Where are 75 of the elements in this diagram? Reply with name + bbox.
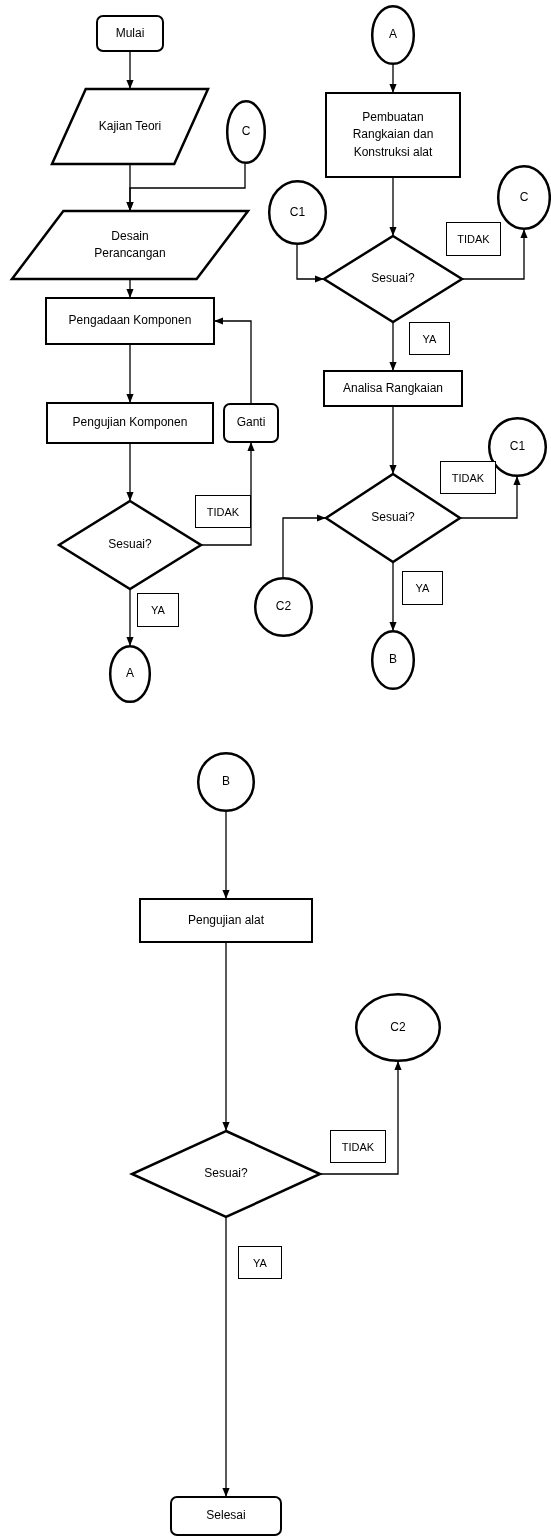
arrow xyxy=(222,811,230,899)
node-text: C1 xyxy=(288,203,307,221)
terminal-box xyxy=(96,15,164,52)
connector-circle xyxy=(268,180,327,245)
edge-label: TIDAK xyxy=(330,1130,386,1163)
node-text: Sesuai? xyxy=(370,509,416,527)
connector-circle xyxy=(371,5,415,65)
arrow xyxy=(389,562,397,631)
node-text: Sesuai? xyxy=(370,270,416,288)
arrow xyxy=(126,443,134,501)
node-text: C2 xyxy=(389,1018,407,1036)
arrow xyxy=(296,244,324,283)
node-text: Selesai xyxy=(205,1507,247,1525)
process-box xyxy=(325,92,461,178)
node-text: Analisa Rangkaian xyxy=(341,379,445,397)
node-text: C xyxy=(518,188,530,206)
data-parallelogram xyxy=(11,210,249,280)
process-box xyxy=(323,370,463,407)
arrow xyxy=(389,177,397,236)
node-text: Pengujian Komponen xyxy=(71,414,189,432)
decision-diamond xyxy=(58,500,202,590)
process-box xyxy=(46,402,214,444)
process-box xyxy=(139,898,313,943)
arrow xyxy=(389,64,397,93)
node-text: A xyxy=(125,665,135,683)
terminal-box xyxy=(170,1496,282,1536)
connector-circle xyxy=(254,577,313,637)
node-text: B xyxy=(388,651,398,669)
arrow xyxy=(222,1217,230,1497)
data-parallelogram xyxy=(51,88,209,165)
node-text: Pembuatan Rangkaian dan Konstruksi alat xyxy=(351,108,435,161)
node-text: Desain Perancangan xyxy=(93,227,167,262)
arrow xyxy=(126,51,134,89)
node-text: Kajian Teori xyxy=(97,117,163,135)
node-text: C2 xyxy=(274,598,293,616)
connector-circle xyxy=(226,100,266,164)
node-text: C xyxy=(240,123,252,141)
arrow xyxy=(389,406,397,474)
node-text: C1 xyxy=(508,438,527,456)
arrow xyxy=(462,229,528,280)
process-box xyxy=(45,297,215,345)
arrow xyxy=(201,442,255,546)
connector-circle xyxy=(197,752,255,812)
edge-label: YA xyxy=(409,322,450,355)
arrow xyxy=(222,942,230,1131)
node-text: B xyxy=(221,773,231,791)
node-text: A xyxy=(388,26,398,44)
arrow xyxy=(214,317,252,404)
edge-label: TIDAK xyxy=(440,461,496,494)
edge-label: YA xyxy=(402,571,443,605)
node-text: Sesuai? xyxy=(107,536,153,554)
node-text: Pengujian alat xyxy=(186,911,266,929)
arrow xyxy=(126,344,134,403)
edge-label: YA xyxy=(137,593,179,627)
node-text: Pengadaan Komponen xyxy=(67,312,193,330)
arrow xyxy=(126,589,134,646)
connector-circle xyxy=(355,993,441,1062)
node-text: Ganti xyxy=(235,414,267,432)
connector-circle xyxy=(488,417,547,477)
node-text: Sesuai? xyxy=(203,1165,249,1183)
connector-circle xyxy=(109,645,151,703)
arrow xyxy=(126,279,134,298)
decision-diamond xyxy=(131,1130,321,1218)
arrow xyxy=(389,322,397,371)
edge-label: YA xyxy=(238,1246,282,1279)
arrow xyxy=(320,1061,402,1175)
node-text: Mulai xyxy=(114,24,146,42)
edge-label: TIDAK xyxy=(195,495,251,528)
arrow xyxy=(282,514,326,578)
connector-circle xyxy=(497,165,551,230)
terminal-box xyxy=(223,403,279,443)
edge-label: TIDAK xyxy=(446,222,501,256)
connector-circle xyxy=(371,630,415,690)
arrow xyxy=(460,476,521,519)
arrow xyxy=(126,163,246,211)
